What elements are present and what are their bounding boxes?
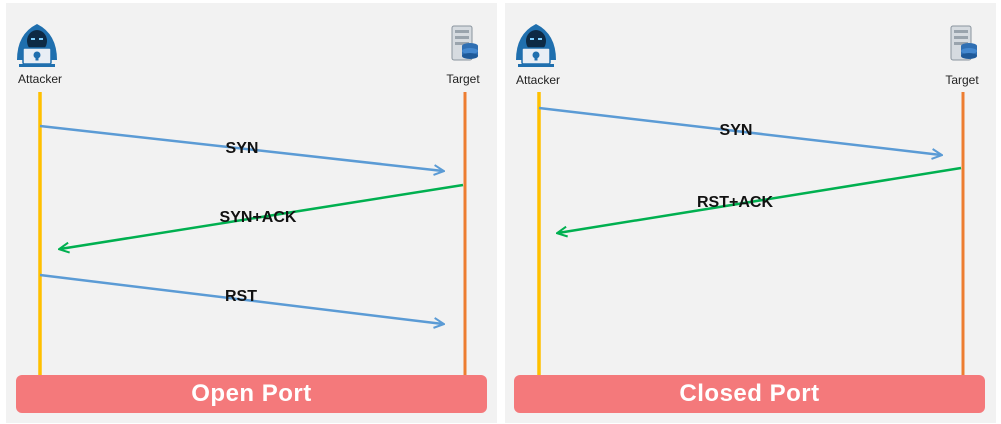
syn-arrow bbox=[538, 106, 941, 155]
panel-open-port-background bbox=[6, 3, 497, 423]
syn-ack-label: SYN+ACK bbox=[219, 209, 297, 226]
syn-arrow bbox=[39, 124, 443, 171]
rst-arrow bbox=[39, 273, 443, 324]
rst-ack-label: RST+ACK bbox=[696, 194, 774, 211]
syn-ack-arrow bbox=[60, 183, 464, 249]
attacker-icon bbox=[515, 23, 557, 68]
rst-label: RST bbox=[225, 288, 257, 305]
target-label: Target bbox=[446, 72, 480, 86]
server-icon bbox=[451, 25, 479, 61]
open-port-banner: Open Port bbox=[16, 375, 487, 413]
target-label: Target bbox=[945, 73, 979, 87]
rst-ack-arrow bbox=[558, 166, 962, 233]
attacker-label: Attacker bbox=[17, 72, 63, 86]
closed-port-banner: Closed Port bbox=[514, 375, 985, 413]
syn-label: SYN bbox=[719, 122, 753, 139]
syn-label: SYN bbox=[225, 140, 259, 157]
attacker-icon bbox=[16, 23, 58, 68]
attacker-label: Attacker bbox=[515, 73, 561, 87]
panel-closed-port-background bbox=[505, 3, 996, 423]
server-icon bbox=[950, 25, 978, 61]
